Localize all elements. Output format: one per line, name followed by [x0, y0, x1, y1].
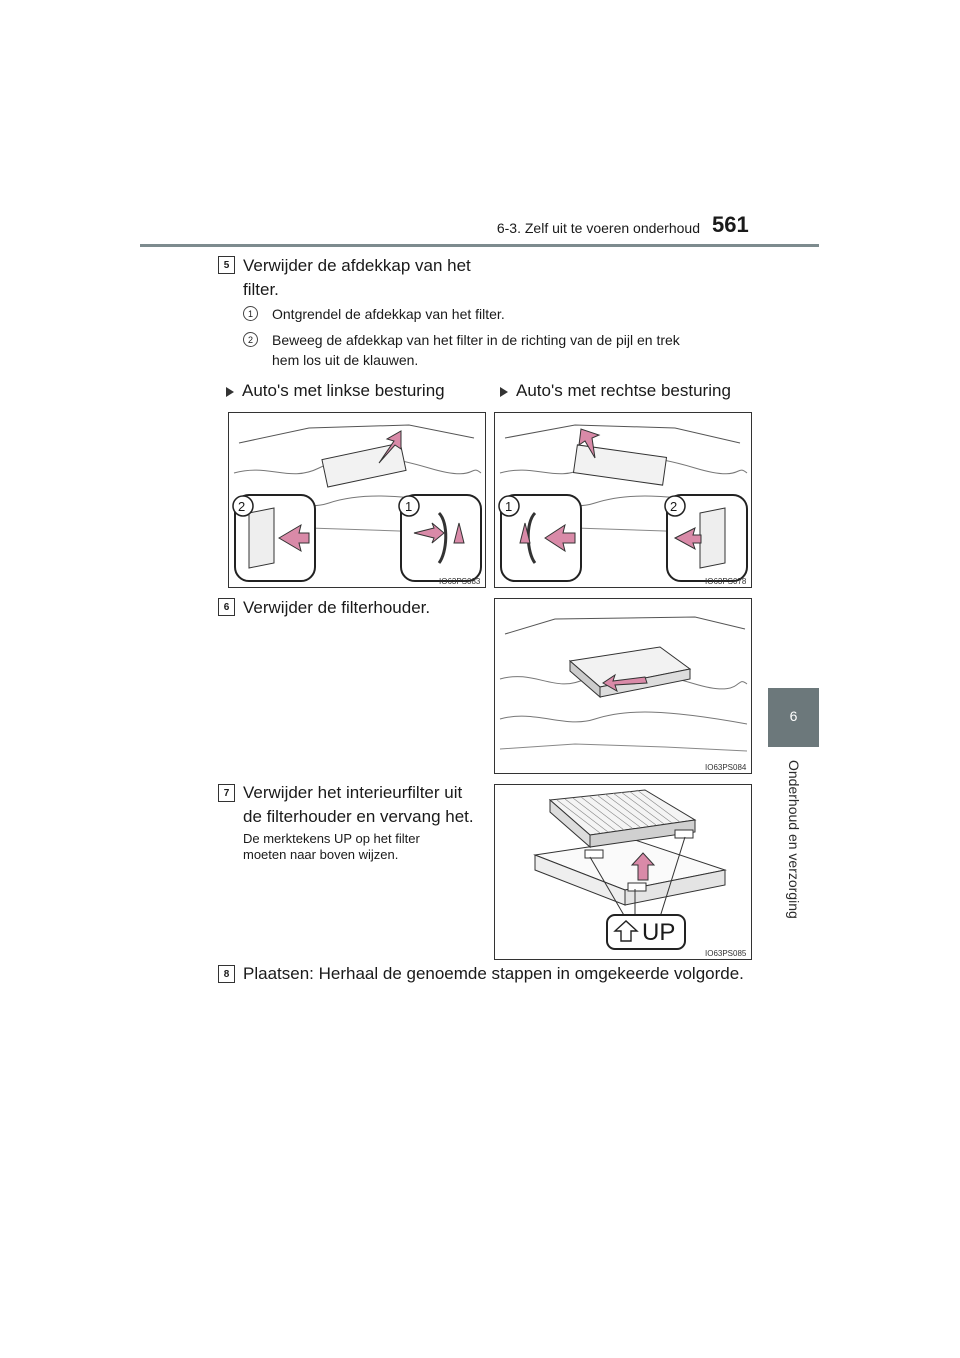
- chapter-tab: [768, 688, 819, 747]
- substep-number-1: 1: [243, 306, 258, 321]
- figure-code: IO63PS078: [705, 577, 747, 586]
- chapter-tab-number: 6: [789, 708, 798, 724]
- callout-1: 1: [505, 499, 513, 514]
- header-rule: [140, 244, 819, 247]
- figure-lhd-filter-cover: 2 1 IO63PS083: [228, 412, 486, 588]
- figure-left-label-text: Auto's met linkse besturing: [242, 381, 445, 400]
- triangle-bullet-icon: [226, 386, 234, 397]
- figure-filter-holder: IO63PS084: [494, 598, 752, 774]
- figure-left-label: Auto's met linkse besturing: [226, 381, 445, 401]
- step-7-text-line2: de filterhouder en vervang het.: [243, 807, 474, 826]
- chapter-side-label: Onderhoud en verzorging: [780, 760, 810, 960]
- callout-2: 2: [238, 499, 246, 514]
- callout-2: 2: [670, 499, 678, 514]
- triangle-bullet-icon: [500, 386, 508, 397]
- figure-rhd-filter-cover: 1 2 IO63PS078: [494, 412, 752, 588]
- page-number: 561: [712, 212, 749, 237]
- step-number-5: 5: [218, 256, 235, 274]
- step-number-7: 7: [218, 784, 235, 802]
- step-8-text: Plaatsen: Herhaal de genoemde stappen in…: [243, 964, 744, 983]
- step-7-text: Verwijder het interieurfilter uit de fil…: [243, 781, 483, 829]
- step-6-text: Verwijder de filterhouder.: [243, 598, 431, 617]
- substep-2-text: Beweeg de afdekkap van het filter in de …: [272, 330, 744, 370]
- callout-1: 1: [405, 499, 413, 514]
- figure-code: IO63PS083: [439, 577, 481, 586]
- figure-cabin-filter: UP IO63PS085: [494, 784, 752, 960]
- step-7-note: De merktekens UP op het filter moeten na…: [243, 831, 483, 863]
- step-5-text: Verwijder de afdekkap van het filter.: [243, 254, 483, 302]
- step-7-note-line2: moeten naar boven wijzen.: [243, 847, 399, 862]
- up-label: UP: [642, 919, 676, 946]
- step-number-6: 6: [218, 598, 235, 616]
- substep-number-2: 2: [243, 332, 258, 347]
- substep-1-text: Ontgrendel de afdekkap van het filter.: [272, 306, 505, 322]
- step-number-8: 8: [218, 965, 235, 983]
- cabin-filter-illustration: [533, 789, 727, 950]
- step-7-text-line1: Verwijder het interieurfilter uit: [243, 783, 463, 802]
- substep-2-text-line1: Beweeg de afdekkap van het filter in de …: [272, 332, 680, 348]
- header-section-title: 6-3. Zelf uit te voeren onderhoud: [496, 220, 700, 236]
- substep-2-text-line2: hem los uit de klauwen.: [272, 352, 419, 368]
- figure-code: IO63PS084: [705, 763, 747, 772]
- step-5-text-line2: filter.: [243, 280, 279, 299]
- filter-cover-illustration-lhd: [232, 424, 482, 582]
- figure-right-label: Auto's met rechtse besturing: [500, 381, 731, 401]
- figure-right-label-text: Auto's met rechtse besturing: [516, 381, 731, 400]
- chapter-title: Onderhoud en verzorging: [786, 760, 802, 919]
- figure-code: IO63PS085: [705, 949, 747, 958]
- step-5-text-line1: Verwijder de afdekkap van het: [243, 256, 471, 275]
- filter-cover-illustration-rhd: [498, 424, 748, 582]
- step-7-note-line1: De merktekens UP op het filter: [243, 831, 420, 846]
- filter-holder-illustration: [499, 616, 748, 752]
